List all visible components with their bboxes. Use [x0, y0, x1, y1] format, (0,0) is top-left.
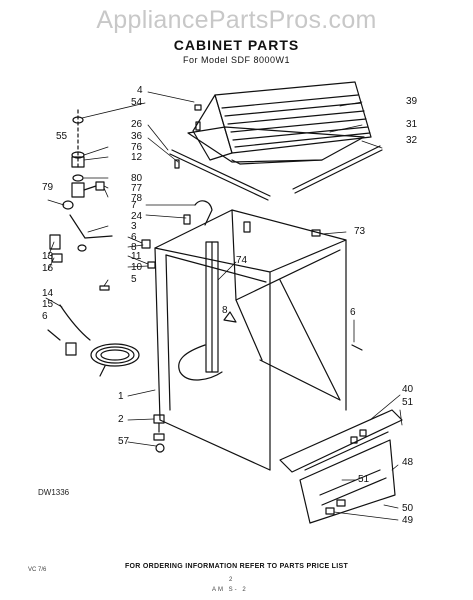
left-hardware	[49, 214, 156, 291]
callout-8-lower: 8	[222, 305, 228, 316]
top-panel	[192, 81, 372, 161]
callout-51-upper: 51	[402, 397, 414, 408]
callout-55: 55	[56, 131, 68, 142]
ordering-footer: FOR ORDERING INFORMATION REFER TO PARTS …	[124, 563, 349, 570]
callout-12: 12	[131, 152, 143, 163]
callout-16: 16	[42, 263, 54, 274]
center-channel	[205, 241, 219, 373]
fitting-stack	[62, 109, 105, 210]
callout-57: 57	[118, 436, 130, 447]
side-rails	[169, 145, 383, 201]
callout-26: 26	[131, 119, 143, 130]
callout-76: 76	[131, 142, 143, 153]
callout-74: 74	[236, 255, 248, 266]
wire-harness	[178, 344, 223, 381]
top-screws	[174, 104, 202, 169]
callout-77: 77	[131, 183, 143, 194]
callout-6-upper: 6	[131, 232, 137, 243]
cabinet-body	[154, 209, 347, 471]
callout-48: 48	[402, 457, 414, 468]
callout-1: 1	[118, 391, 124, 402]
callout-49: 49	[402, 515, 414, 526]
upper-mid-hardware	[183, 200, 321, 237]
callout-15: 15	[42, 299, 54, 310]
callout-39: 39	[406, 96, 418, 107]
footer-code-left: VC 7/6	[28, 567, 47, 573]
callout-5: 5	[131, 274, 137, 285]
callout-13: 13	[42, 251, 54, 262]
callout-2: 2	[118, 414, 124, 425]
callout-50: 50	[402, 503, 414, 514]
callout-7: 7	[131, 200, 137, 211]
callout-8-upper: 8	[131, 242, 137, 253]
callout-6-lower: 6	[42, 311, 48, 322]
diagram-subtitle: For Model SDF 8000W1	[182, 55, 291, 65]
callout-32: 32	[406, 135, 418, 146]
callout-31: 31	[406, 119, 418, 130]
underframe	[187, 126, 365, 165]
callout-14: 14	[42, 288, 54, 299]
callout-54: 54	[131, 97, 143, 108]
toe-plate	[279, 409, 403, 524]
callout-79: 79	[42, 182, 54, 193]
callout-10: 10	[131, 262, 143, 273]
drawing-number: DW1336	[38, 488, 70, 497]
callout-6-right: 6	[350, 307, 356, 318]
callout-73: 73	[354, 226, 366, 237]
callout-3: 3	[131, 221, 137, 232]
power-cord	[47, 304, 140, 377]
watermark: AppliancePartsPros.com	[96, 6, 377, 34]
footer-code-1: 2	[229, 577, 233, 583]
callout-51-lower: 51	[358, 474, 370, 485]
callout-4: 4	[137, 85, 143, 96]
callout-36: 36	[131, 131, 143, 142]
callout-78: 78	[131, 193, 143, 204]
mid-hardware	[223, 311, 363, 351]
callout-leaders	[45, 91, 403, 521]
callout-24: 24	[131, 211, 143, 222]
callout-80: 80	[131, 173, 143, 184]
callout-40: 40	[402, 384, 414, 395]
footer-code-2: AM S- 2	[212, 587, 248, 593]
callout-11: 11	[131, 251, 142, 262]
diagram-title: CABINET PARTS	[173, 37, 300, 53]
